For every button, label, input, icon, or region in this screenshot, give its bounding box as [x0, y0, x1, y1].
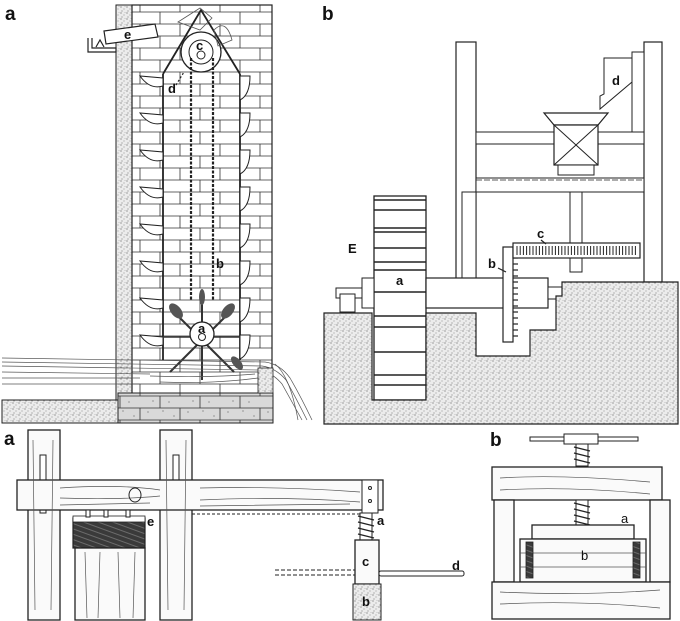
trough	[87, 38, 117, 53]
part-label-b-right: b	[581, 548, 588, 563]
waterwheel-E	[373, 195, 427, 401]
bolt	[368, 499, 372, 503]
buckets-right	[239, 75, 251, 360]
waterwheel-paddles	[374, 199, 426, 386]
part-label-a-bottom: a	[377, 513, 385, 528]
pressing-board-a	[531, 524, 635, 540]
base-grain	[499, 589, 661, 609]
wall-edge-stipple	[115, 4, 133, 401]
part-label-d-top: d	[612, 73, 620, 88]
clamp-plate	[361, 479, 379, 514]
leader-b	[497, 267, 507, 273]
axle-end-left	[361, 277, 375, 309]
triangle-frame	[162, 8, 241, 75]
panel-label-top-right: b	[322, 4, 334, 25]
top-pulley-hub	[188, 39, 214, 65]
t-handle-hub[interactable]	[563, 433, 599, 445]
chute-d	[599, 57, 633, 111]
part-label-d: d	[168, 81, 176, 96]
part-label-a: a	[198, 321, 206, 336]
top-pulley	[180, 31, 222, 73]
mill-foundation	[323, 281, 679, 425]
panel-label-bottom-left: a	[4, 429, 15, 450]
part-label-e: e	[124, 27, 131, 42]
ground	[1, 399, 119, 424]
panel-bottom-right: b a b	[490, 430, 671, 620]
buckets-left	[138, 75, 164, 347]
hopper-x	[553, 124, 599, 166]
part-label-a-right: a	[621, 511, 629, 526]
chute-e	[103, 23, 159, 45]
screw-a	[357, 512, 375, 542]
part-label-e-bottom: e	[147, 514, 154, 529]
leader-c	[540, 239, 547, 245]
post-lower	[461, 191, 477, 283]
part-label-b: b	[216, 256, 224, 271]
part-label-b-bottom: b	[362, 594, 370, 609]
bolt	[368, 486, 372, 490]
nut-block-c	[354, 539, 380, 585]
panel-top-left: a e c d b	[1, 4, 313, 424]
stump-grain	[84, 551, 136, 619]
press-beam	[16, 479, 384, 511]
hopper-base	[557, 164, 595, 176]
wall-foundation	[117, 392, 274, 424]
gear-b	[502, 246, 514, 343]
beam-knot	[128, 487, 142, 503]
base-b	[352, 583, 382, 621]
part-label-E: E	[348, 241, 357, 256]
leader-d	[175, 71, 185, 86]
panel-top-right: b d E	[322, 4, 679, 425]
press-box-b	[519, 538, 647, 583]
part-label-d-bottom: d	[452, 558, 460, 573]
wood-grain	[32, 439, 361, 611]
top-paddle	[177, 7, 213, 31]
part-label-a-top: a	[396, 273, 404, 288]
top-pulley-axle	[196, 50, 206, 60]
upper-screw	[573, 443, 591, 467]
press-pegs	[85, 509, 131, 518]
part-label-c-top: c	[537, 226, 544, 241]
crossbeam-grain	[499, 476, 651, 495]
gear-c	[512, 242, 641, 259]
box-clamp-left	[525, 541, 534, 579]
gear-c-teeth	[516, 246, 636, 255]
panel-label-bottom-right: b	[490, 430, 502, 451]
box-clamp-right	[632, 541, 641, 579]
millstone-beam	[475, 177, 645, 193]
trough-water	[95, 38, 105, 48]
press-block-e	[72, 517, 146, 549]
top-crossbeam	[491, 466, 663, 501]
part-label-c: c	[196, 38, 203, 53]
side-post-left	[493, 499, 515, 583]
gear-b-teeth	[513, 251, 518, 337]
part-label-c-bottom: c	[362, 554, 369, 569]
panel-bottom-left: a e a	[4, 429, 465, 621]
panel-label-top-left: a	[5, 4, 16, 25]
part-label-b-top: b	[488, 256, 496, 271]
post-right	[643, 41, 663, 283]
axle-a	[425, 277, 549, 309]
chute-post	[631, 51, 645, 133]
press-base	[491, 581, 671, 620]
outlet-block	[257, 367, 274, 394]
vertical-shaft	[569, 191, 583, 273]
press-block-top	[72, 515, 146, 523]
hopper	[542, 112, 610, 126]
top-paddle	[213, 25, 233, 47]
lever-d[interactable]	[378, 570, 465, 577]
bearing-left-post	[339, 293, 356, 313]
lower-screw	[573, 499, 591, 526]
side-post-right	[649, 499, 671, 583]
